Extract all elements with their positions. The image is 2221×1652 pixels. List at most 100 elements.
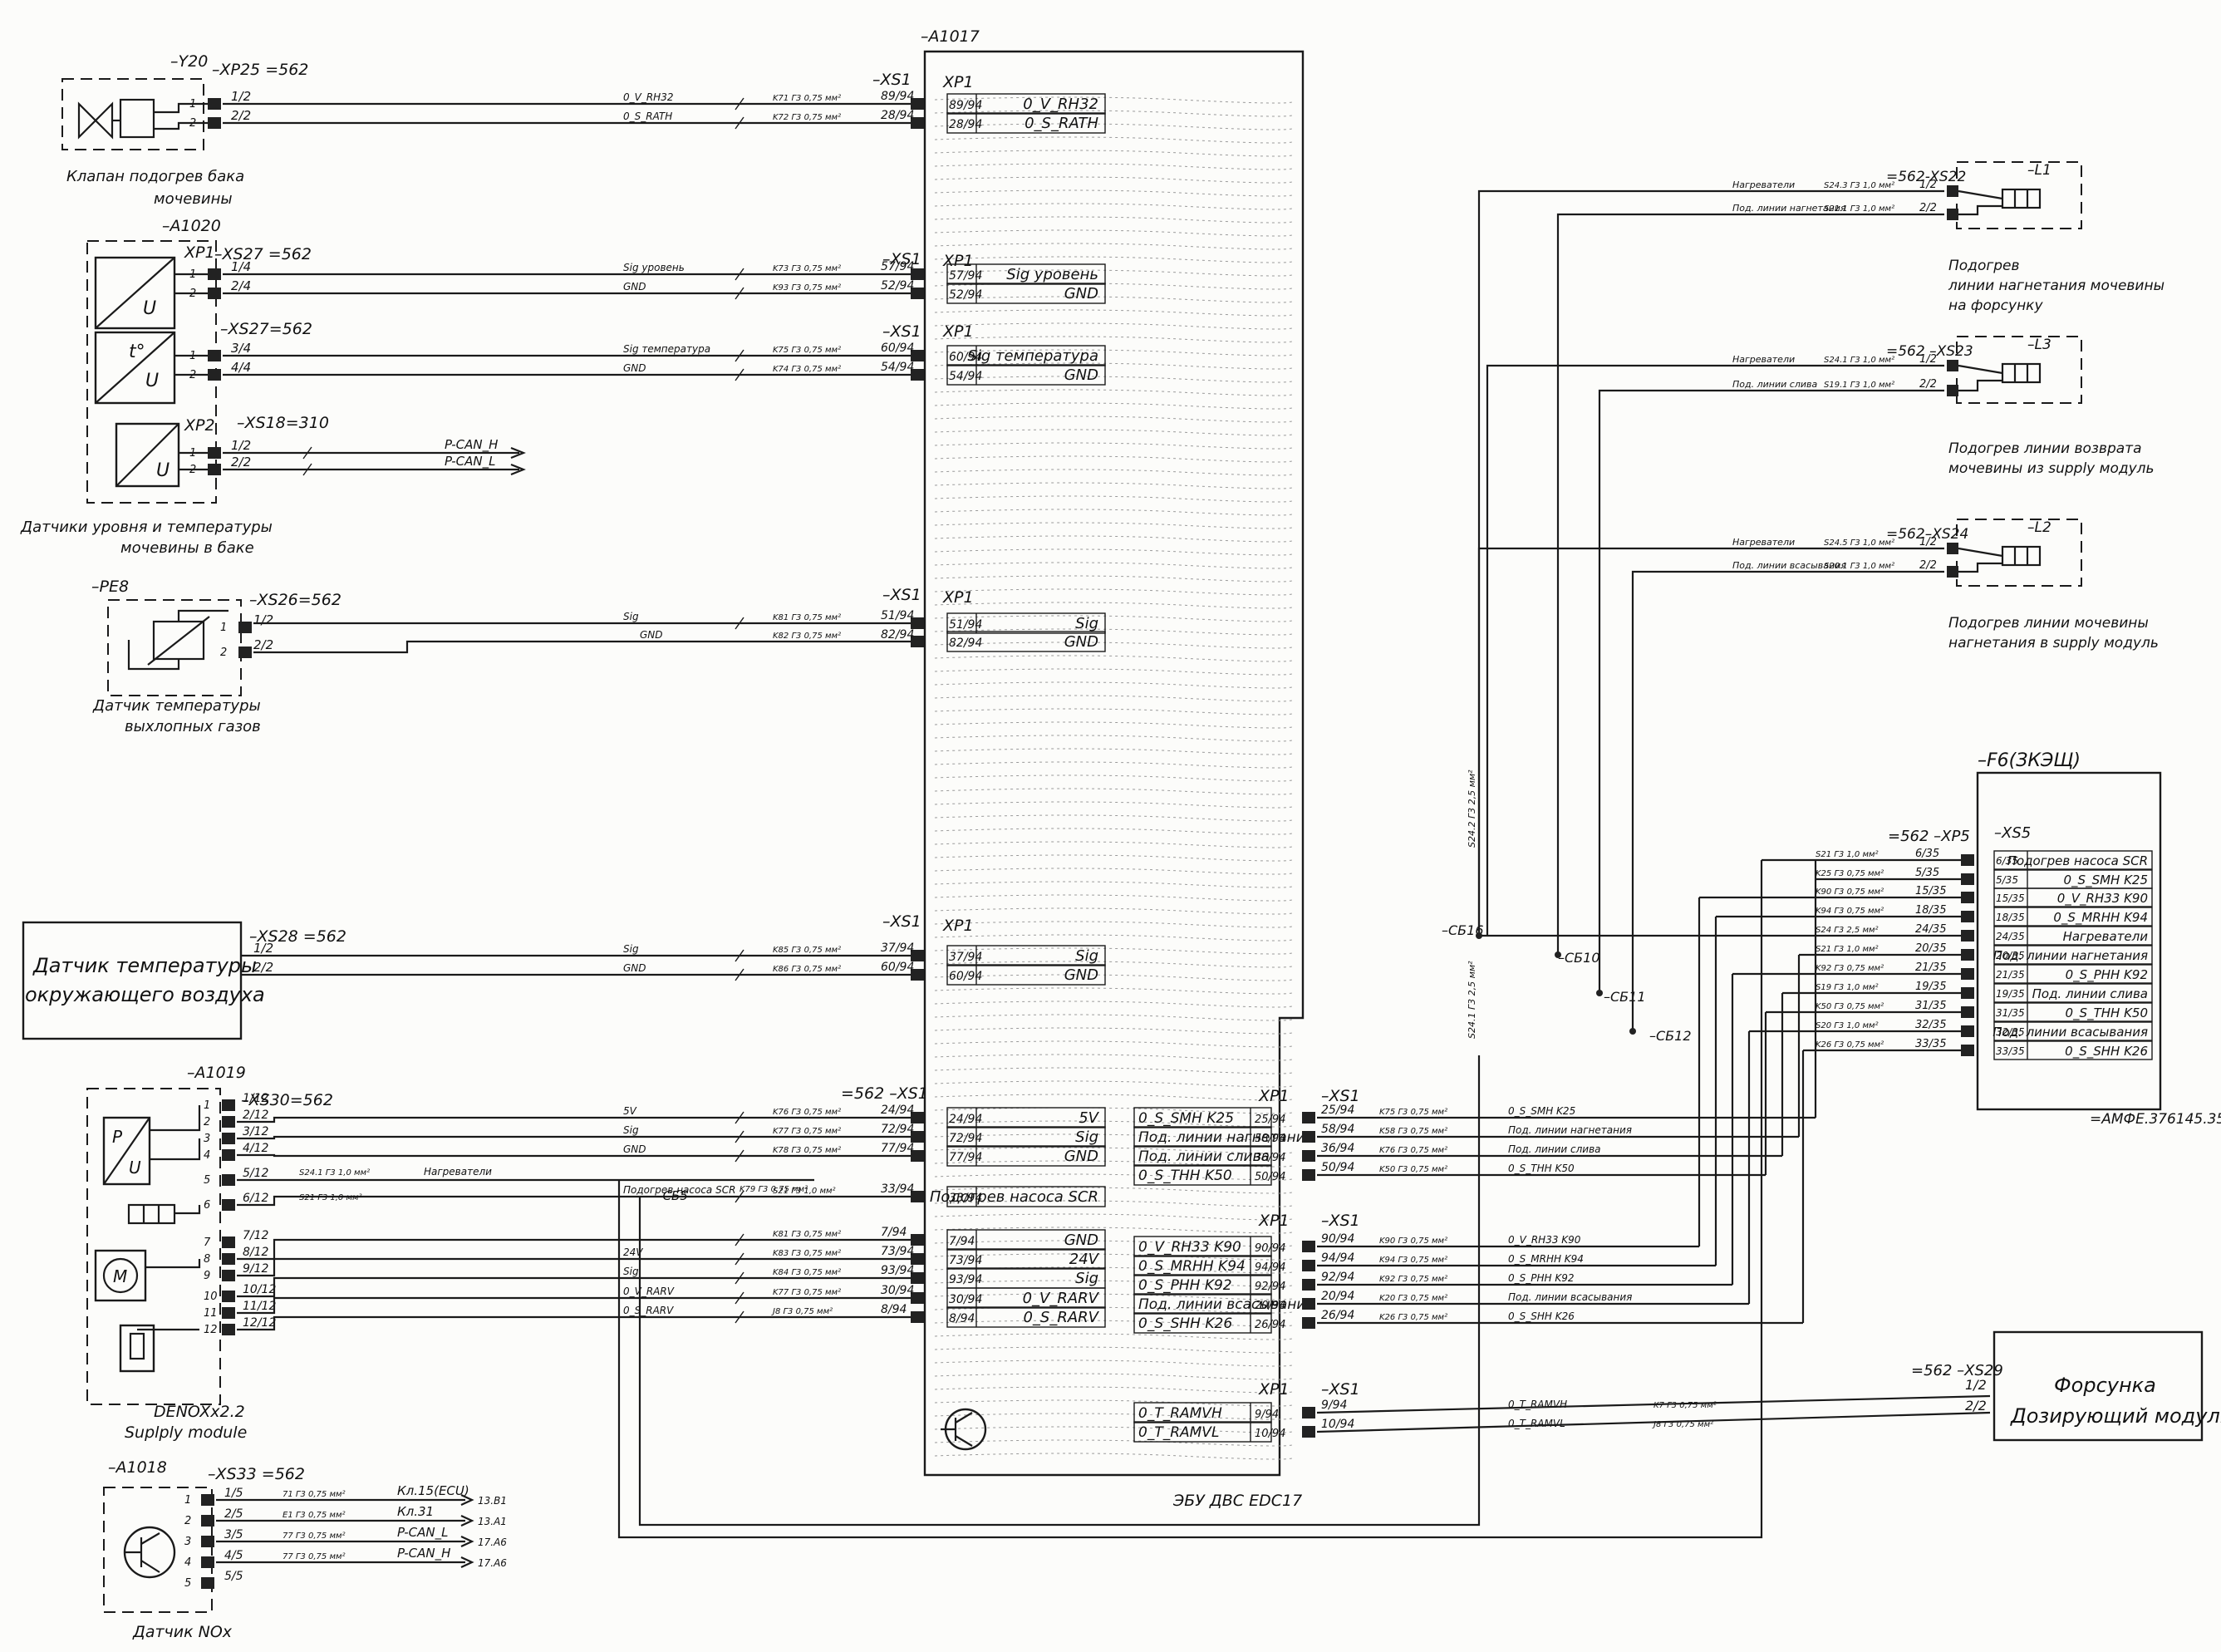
- heater-return: [1556, 213, 1944, 955]
- wire-label: 0_S_PHH K92: [1508, 1272, 1575, 1284]
- loop-wire: [617, 860, 1763, 1539]
- heater-pin-block: [1947, 185, 1958, 197]
- wire-slash: [735, 268, 744, 281]
- ecu-signal-cell: [946, 1306, 1106, 1328]
- ecu-pin-number: 8/94: [949, 1312, 975, 1325]
- ecu-pin-number: 24/94: [949, 1113, 982, 1126]
- f6-pin: 32/35: [1996, 1026, 2025, 1038]
- ecu-hatch-line: [934, 748, 1293, 755]
- f6-row-cell: [1993, 945, 2153, 965]
- ecu-hatch-line: [934, 921, 1293, 928]
- xs1-pin-number: 54/94: [881, 361, 914, 374]
- wire-label: GND: [623, 362, 646, 374]
- a1019-pin-label: 8/12: [243, 1246, 269, 1259]
- valve-actuator-icon: [119, 1324, 155, 1373]
- ecu-signal-label: Под. линии слива: [1138, 1148, 1270, 1165]
- pe8-pin-label: 2/2: [253, 637, 273, 652]
- f6-row-cell: [1993, 887, 2153, 907]
- ecu-signal-label: 0_S_RARV: [1023, 1309, 1099, 1326]
- can-label: P-CAN_L: [445, 454, 495, 470]
- cable-spec: S20 Г3 1,0 мм²: [1816, 1021, 1879, 1030]
- cable-spec: J8 Г3 0,75 мм²: [1652, 1420, 1713, 1429]
- ecu-signal-cell: [946, 1186, 1106, 1207]
- a1019-pin-num: 3: [204, 1133, 210, 1145]
- cable-spec: K20 Г3 0,75 мм²: [1379, 1294, 1447, 1303]
- xs1-pin-number: 89/94: [881, 90, 914, 103]
- ecu-pin-number: 60/94: [949, 351, 982, 364]
- injector-dosing-module: Форсунка Дозирующий модуль =562 –XS29 1/…: [1911, 1330, 2221, 1442]
- ecu-hatch-line: [934, 1094, 1293, 1101]
- ecu-hatch-line: [934, 1173, 1293, 1181]
- f6-doc: =АМФЕ.376145.350: [2090, 1111, 2221, 1128]
- wire-label: Нагреватели: [424, 1166, 492, 1178]
- ecu-hatch-line: [934, 1439, 1293, 1447]
- ecu-hatch-line: [934, 322, 1293, 330]
- ecu-hatch-line: [934, 229, 1293, 237]
- ecu-pin-block: [911, 1253, 924, 1265]
- ecu-pin-number: 26/94: [1255, 1319, 1285, 1331]
- nox-ref: 13.A1: [478, 1516, 507, 1527]
- nox-ref: 13.B1: [478, 1495, 507, 1507]
- ecu-pin-block: [911, 1131, 924, 1143]
- ecu-pin-number: 90/94: [1255, 1242, 1285, 1255]
- cable-spec: K85 Г3 0,75 мм²: [773, 946, 841, 955]
- ecu-hatch-line: [934, 1040, 1293, 1048]
- wire-label: 24V: [623, 1246, 643, 1258]
- ecu-pin-block: [1302, 1260, 1315, 1271]
- cable-spec: K94 Г3 0,75 мм²: [1816, 907, 1884, 916]
- cable-spec: S21 Г3 1,0 мм²: [1816, 850, 1879, 859]
- a1019-pin-num: 10: [204, 1291, 218, 1303]
- xp5-pin-block: [1961, 1006, 1974, 1018]
- heater-pin: 1/2: [1919, 179, 1937, 191]
- ecu-pin-number: 28/94: [949, 118, 982, 131]
- a1020-pin-label: 4/4: [231, 360, 251, 375]
- a1020-caption-1: Датчики уровня и температуры: [20, 519, 273, 536]
- ecu-hatch-line: [934, 1413, 1293, 1420]
- can-arrow: [510, 463, 526, 476]
- ecu-hatch-line: [934, 868, 1293, 875]
- heater-caption: нагнетания в supply модуль: [1948, 635, 2159, 651]
- ecu-signal-cell: [946, 364, 1106, 386]
- wire-slash: [735, 287, 744, 300]
- cable-spec: S20.1 Г3 1,0 мм²: [1824, 562, 1894, 571]
- ecu-pin-block: [911, 1234, 924, 1246]
- ecu-hatch-line: [934, 1320, 1293, 1327]
- wire-label: Sig: [623, 1124, 639, 1136]
- a1020-pin-block: [208, 350, 221, 361]
- ecu-hatch-line: [934, 309, 1293, 317]
- heater-inner: [1958, 364, 2003, 392]
- a1018-pin-num: 2: [184, 1515, 191, 1527]
- xp5-pin: 32/35: [1915, 1019, 1946, 1031]
- ecu-hatch-line: [934, 562, 1293, 569]
- heater-caption: Подогрев линии возврата: [1948, 440, 2141, 457]
- nox-label: Кл.31: [397, 1504, 434, 1519]
- a1019-pin-num: 12: [204, 1324, 218, 1336]
- wire-label: Под. линии слива: [1508, 1143, 1601, 1155]
- a1019-pin-num: 8: [204, 1253, 210, 1266]
- xp5-pin: 20/35: [1915, 942, 1946, 955]
- xp1-label-4: XP1: [942, 588, 974, 607]
- ambient-label-2: окружающего воздуха: [25, 983, 265, 1006]
- y20-pin-label: 1/2: [231, 89, 251, 104]
- cable-spec: K92 Г3 0,75 мм²: [1379, 1275, 1447, 1284]
- ecu-hatch-line: [934, 176, 1293, 184]
- ecu-pin-block: [1302, 1317, 1315, 1329]
- a1018-pin-block: [201, 1494, 214, 1506]
- xs1-pin-number: 50/94: [1321, 1161, 1354, 1174]
- a1018-caption: Датчик NOx: [132, 1623, 233, 1641]
- heater-caption: Подогрев: [1948, 258, 2020, 274]
- ecu-hatch-line: [934, 1399, 1293, 1407]
- cable-spec: K93 Г3 0,75 мм²: [773, 283, 841, 293]
- xs1-pin-number: 90/94: [1321, 1232, 1354, 1246]
- heater-connector: =562–XS24: [1886, 526, 1968, 543]
- a1019-jog-wire: [237, 1116, 283, 1123]
- f6-pin: 15/35: [1996, 892, 2025, 904]
- a1018-pin-label: 4/5: [224, 1549, 243, 1562]
- ecu-pin-block: [1302, 1279, 1315, 1291]
- a1019-jog-wire: [237, 1238, 283, 1261]
- splice-dot: [1629, 1028, 1636, 1035]
- wire-slash: [735, 1130, 744, 1143]
- ecu-pin-number: 9/94: [1255, 1409, 1279, 1421]
- ecu-pin-block: [1302, 1241, 1315, 1252]
- cable-spec: S24.5 Г3 1,0 мм²: [1824, 538, 1894, 548]
